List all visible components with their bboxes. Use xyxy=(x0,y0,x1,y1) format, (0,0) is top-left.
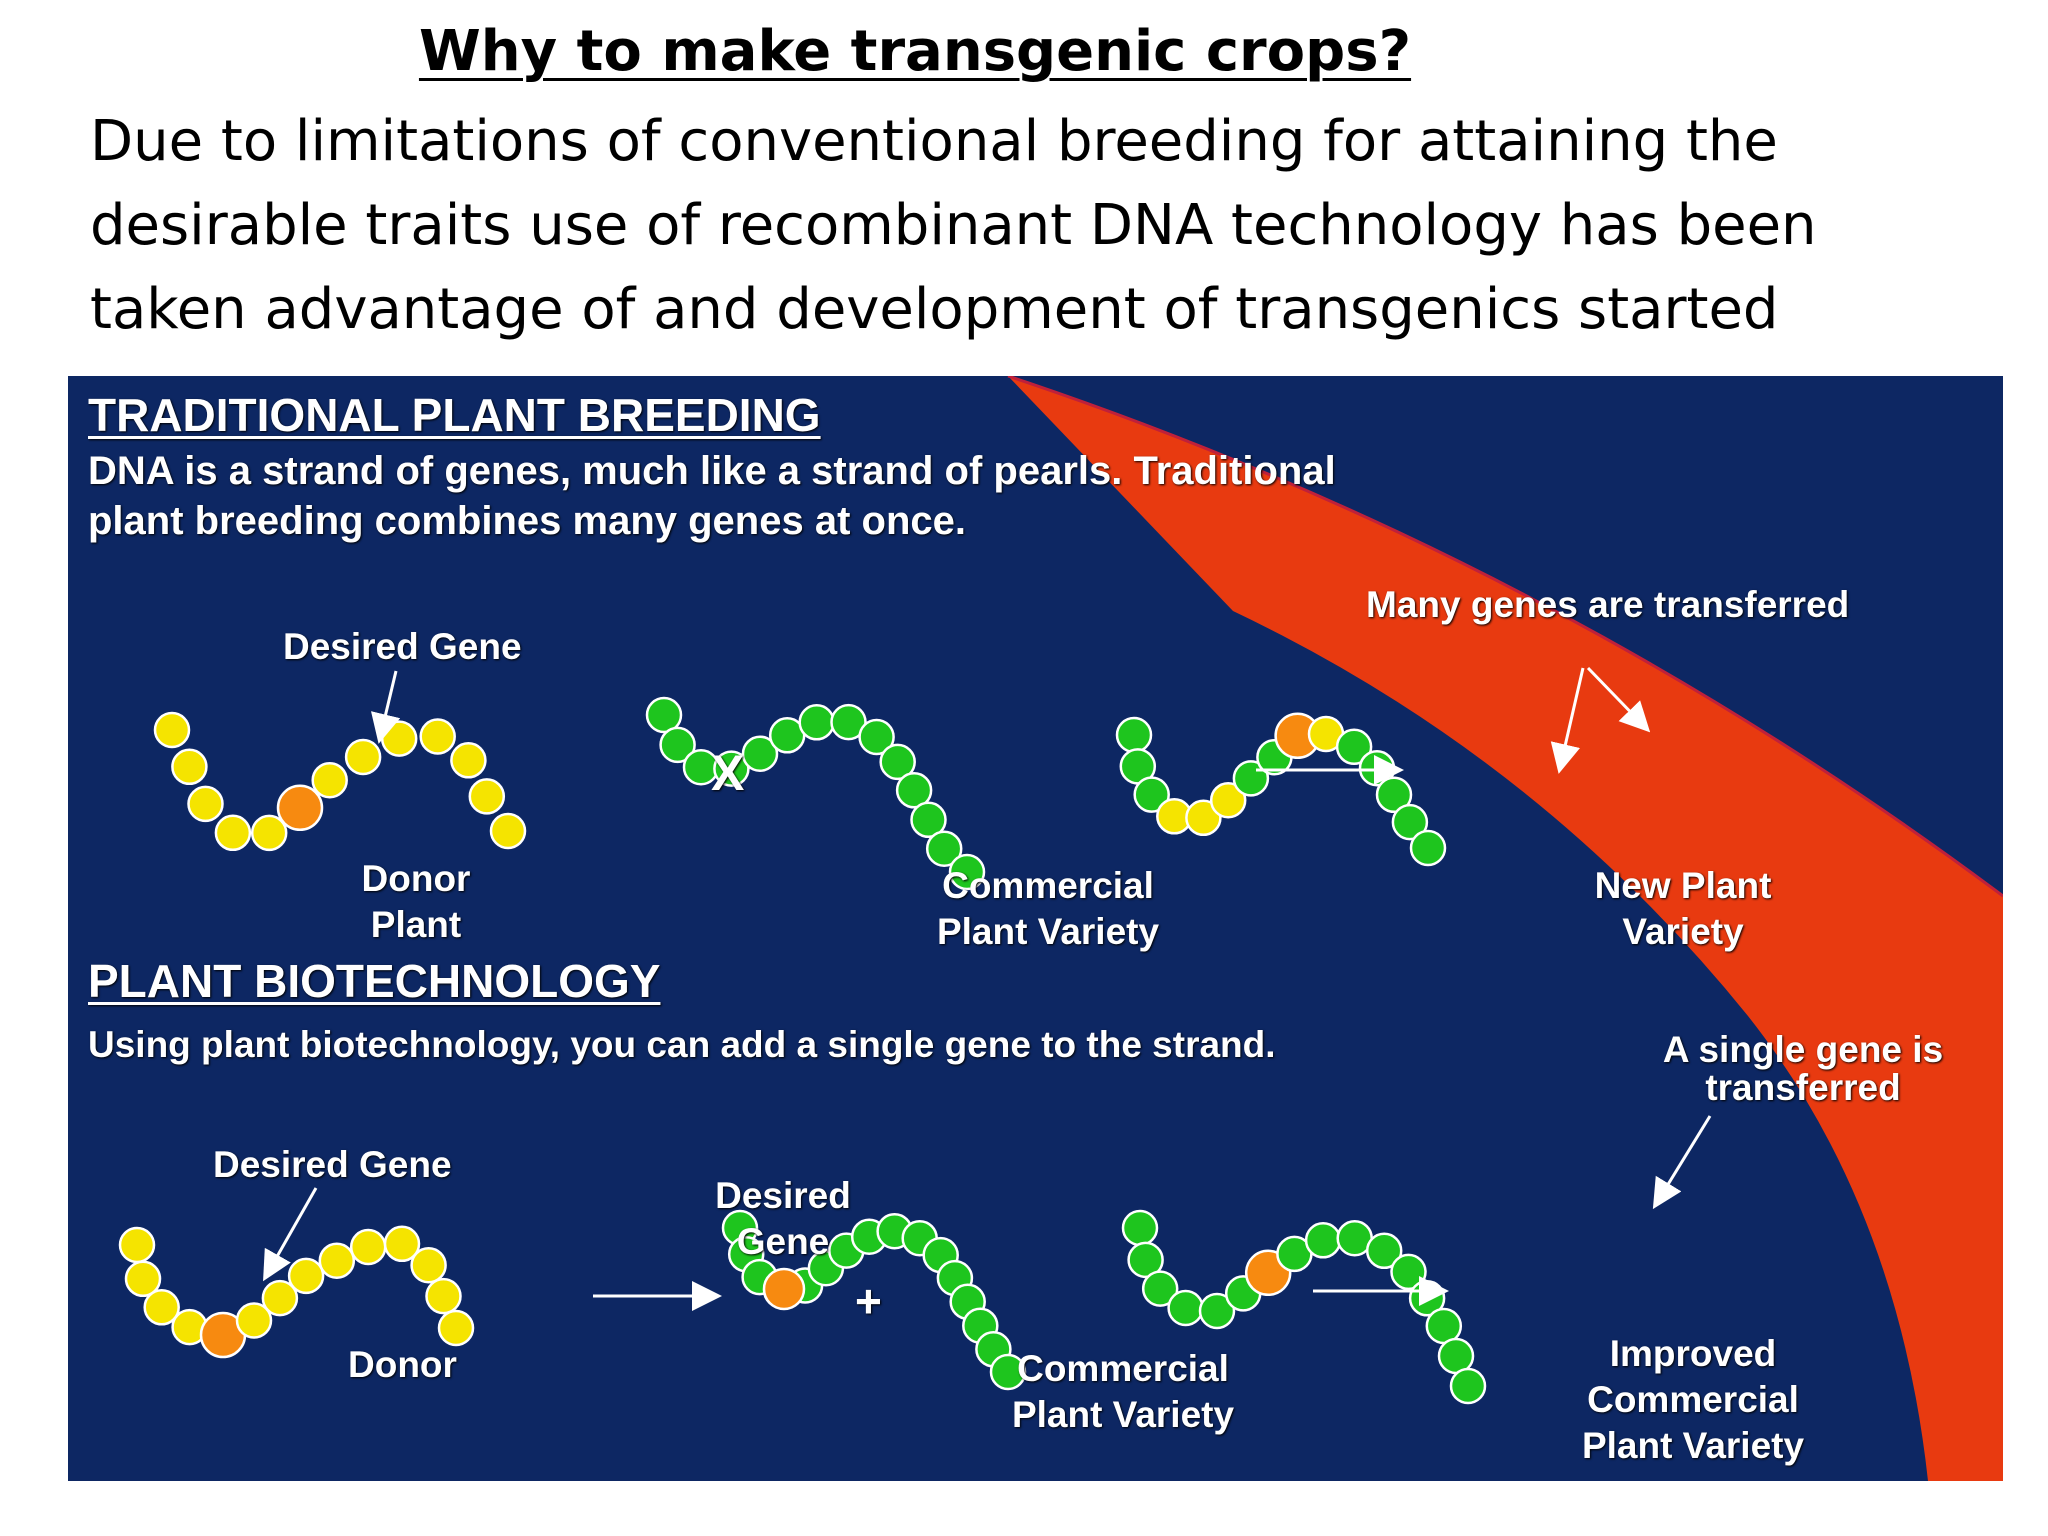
donor-label-biotech: Donor xyxy=(348,1344,457,1385)
donor-gene-bead xyxy=(235,1302,273,1339)
desired-gene-label-traditional: Desired Gene xyxy=(283,626,522,667)
slide-body-text: Due to limitations of conventional breed… xyxy=(90,109,1817,342)
single-gene-transferred-note: A single gene is transferred xyxy=(1662,1029,1944,1108)
improved-commercial-variety-label: Improved Commercial Plant Variety xyxy=(1581,1333,1805,1466)
desired-gene-label-biotech: Desired Gene xyxy=(213,1144,452,1185)
commercial-gene-bead xyxy=(1335,728,1373,766)
commercial-gene-bead xyxy=(798,704,835,741)
commercial-gene-bead xyxy=(1141,1270,1179,1307)
single-gene-pointer xyxy=(1652,1115,1712,1210)
commercial-strand-traditional xyxy=(645,696,986,891)
donor-gene-bead xyxy=(1209,781,1247,819)
commercial-gene-bead xyxy=(1121,1209,1159,1247)
donor-gene-bead xyxy=(171,748,208,786)
isolated-desired-gene-label: Desired Gene xyxy=(715,1175,851,1262)
commercial-gene-bead xyxy=(1304,1222,1342,1259)
donor-gene-bead xyxy=(143,1289,180,1326)
commercial-gene-bead xyxy=(713,750,750,787)
highlight-band xyxy=(1008,376,2003,1481)
commercial-gene-bead xyxy=(895,772,933,809)
commercial-gene-bead xyxy=(1167,1289,1204,1327)
donor-gene-bead xyxy=(489,812,527,850)
donor-strand-biotech xyxy=(118,1225,475,1359)
donor-gene-bead xyxy=(380,720,418,757)
desired-gene-pointer-biotech xyxy=(263,1187,318,1282)
commercial-plant-label-biotech: Commercial Plant Variety xyxy=(1011,1348,1235,1435)
diagram-graphics xyxy=(118,376,2003,1481)
highlight-band-edge xyxy=(1007,376,2003,898)
donor-gene-bead xyxy=(250,814,288,852)
commercial-gene-bead xyxy=(948,853,986,891)
many-genes-transferred-note: Many genes are transferred xyxy=(1366,584,1850,625)
commercial-gene-bead xyxy=(1127,1241,1164,1279)
commercial-gene-bead xyxy=(879,743,916,781)
many-genes-pointer-right xyxy=(1586,666,1651,733)
commercial-gene-bead xyxy=(1198,1292,1236,1330)
traditional-breeding-description: DNA is a strand of genes, much like a st… xyxy=(88,449,1336,543)
plant-biotechnology-description: Using plant biotechnology, you can add a… xyxy=(88,1024,1276,1065)
pointer-arrows xyxy=(263,666,1712,1282)
commercial-gene-bead xyxy=(741,735,779,772)
donor-gene-bead xyxy=(311,761,348,799)
many-genes-pointer-left xyxy=(1550,667,1585,774)
donor-gene-bead xyxy=(468,778,506,815)
donor-gene-bead xyxy=(1185,799,1222,837)
commercial-gene-bead xyxy=(925,830,963,867)
commercial-gene-bead xyxy=(1365,1232,1403,1270)
process-arrows xyxy=(593,755,1449,1311)
donor-plant-label: Donor Plant xyxy=(361,858,471,945)
donor-gene-bead xyxy=(419,718,456,755)
donor-gene-bead xyxy=(187,785,224,823)
commercial-gene-bead xyxy=(659,726,696,764)
donor-gene-bead xyxy=(437,1309,475,1347)
plant-biotechnology-heading: PLANT BIOTECHNOLOGY xyxy=(88,955,661,1007)
commercial-gene-bead xyxy=(645,696,683,734)
commercial-gene-bead xyxy=(1133,776,1170,813)
donor-gene-bead xyxy=(214,814,252,852)
donor-gene-bead xyxy=(349,1228,387,1266)
donor-gene-bead xyxy=(153,711,191,749)
commercial-gene-bead xyxy=(910,801,947,839)
new-plant-variety-label: New Plant Variety xyxy=(1594,865,1772,952)
cross-symbol: X xyxy=(711,745,745,801)
donor-gene-bead xyxy=(410,1246,447,1284)
donor-gene-bead xyxy=(287,1257,325,1295)
traditional-breeding-heading: TRADITIONAL PLANT BREEDING xyxy=(88,389,821,441)
desired-gene-pointer-traditional xyxy=(370,670,401,744)
donor-strand-traditional xyxy=(153,711,527,852)
commercial-gene-bead xyxy=(1409,829,1447,867)
donor-gene-bead xyxy=(425,1277,462,1315)
commercial-gene-bead xyxy=(1115,716,1153,754)
donor-gene-bead xyxy=(383,1225,421,1263)
commercial-gene-bead xyxy=(1391,803,1429,841)
donor-gene-bead xyxy=(124,1260,162,1298)
plus-symbol: + xyxy=(855,1275,882,1327)
commercial-gene-bead xyxy=(1449,1367,1487,1405)
slide-title: Why to make transgenic crops? xyxy=(418,19,1412,84)
donor-gene-bead xyxy=(344,738,382,776)
breeding-comparison-diagram: TRADITIONAL PLANT BREEDING DNA is a stra… xyxy=(68,376,2003,1481)
desired-gene-bead xyxy=(276,784,324,832)
commercial-gene-bead xyxy=(830,703,867,741)
donor-gene-bead xyxy=(118,1226,156,1264)
commercial-gene-bead xyxy=(989,1353,1027,1391)
commercial-plant-label-traditional: Commercial Plant Variety xyxy=(936,865,1160,952)
commercial-gene-bead xyxy=(1390,1253,1427,1291)
commercial-gene-bead xyxy=(858,718,895,756)
isolated-desired-gene xyxy=(762,1267,806,1311)
new-variety-strand xyxy=(1115,712,1447,867)
donor-gene-bead xyxy=(450,742,487,779)
donor-gene-bead xyxy=(318,1242,356,1279)
